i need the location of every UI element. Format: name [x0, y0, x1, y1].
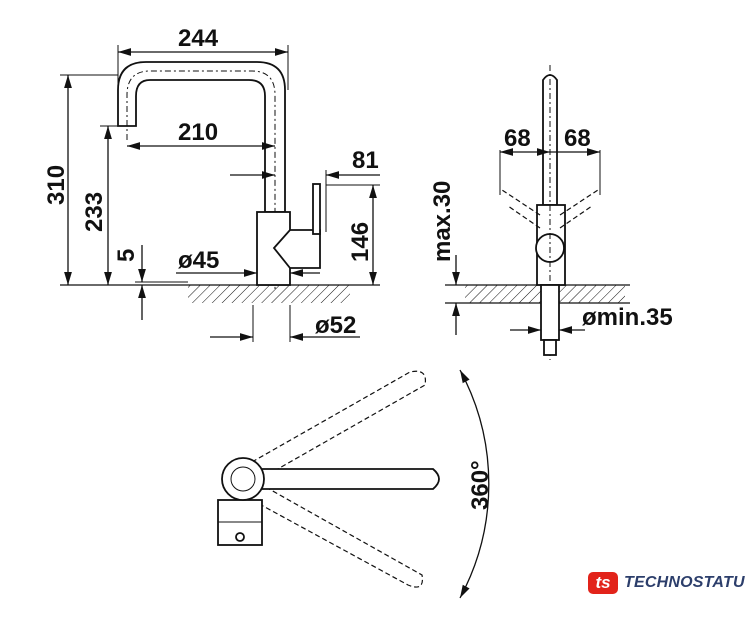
- dim-310: 310: [43, 165, 70, 205]
- dim-360: 360°: [467, 460, 494, 510]
- dim-o52: ø52: [315, 312, 356, 339]
- dim-81: 81: [352, 147, 379, 174]
- front-view: 244 310 233 210 81 146 5 ø45 ø52: [43, 25, 380, 342]
- dim-68-left: 68: [504, 125, 531, 152]
- dim-68-right: 68: [564, 125, 591, 152]
- technostatus-logo: ts TECHNOSTATUS: [588, 572, 745, 594]
- side-view: 68 68 max.30 ømin.35: [429, 65, 673, 360]
- pivot: [221, 457, 265, 501]
- logo-mark: ts: [588, 572, 618, 594]
- dim-233: 233: [81, 192, 108, 232]
- dim-max30: max.30: [429, 181, 456, 262]
- dim-5: 5: [113, 249, 140, 262]
- dim-146: 146: [347, 222, 374, 262]
- dim-210: 210: [178, 119, 218, 146]
- dim-244: 244: [178, 25, 219, 52]
- hoses: [540, 284, 560, 341]
- spout-top: [242, 468, 440, 490]
- lever: [312, 183, 321, 235]
- dim-o45: ø45: [178, 247, 219, 274]
- logo-text: TECHNOSTATUS: [624, 574, 745, 591]
- lever-block: [272, 229, 321, 269]
- dim-omin35: ømin.35: [582, 304, 673, 331]
- counter-section: [188, 285, 350, 303]
- top-view: 360°: [217, 369, 494, 599]
